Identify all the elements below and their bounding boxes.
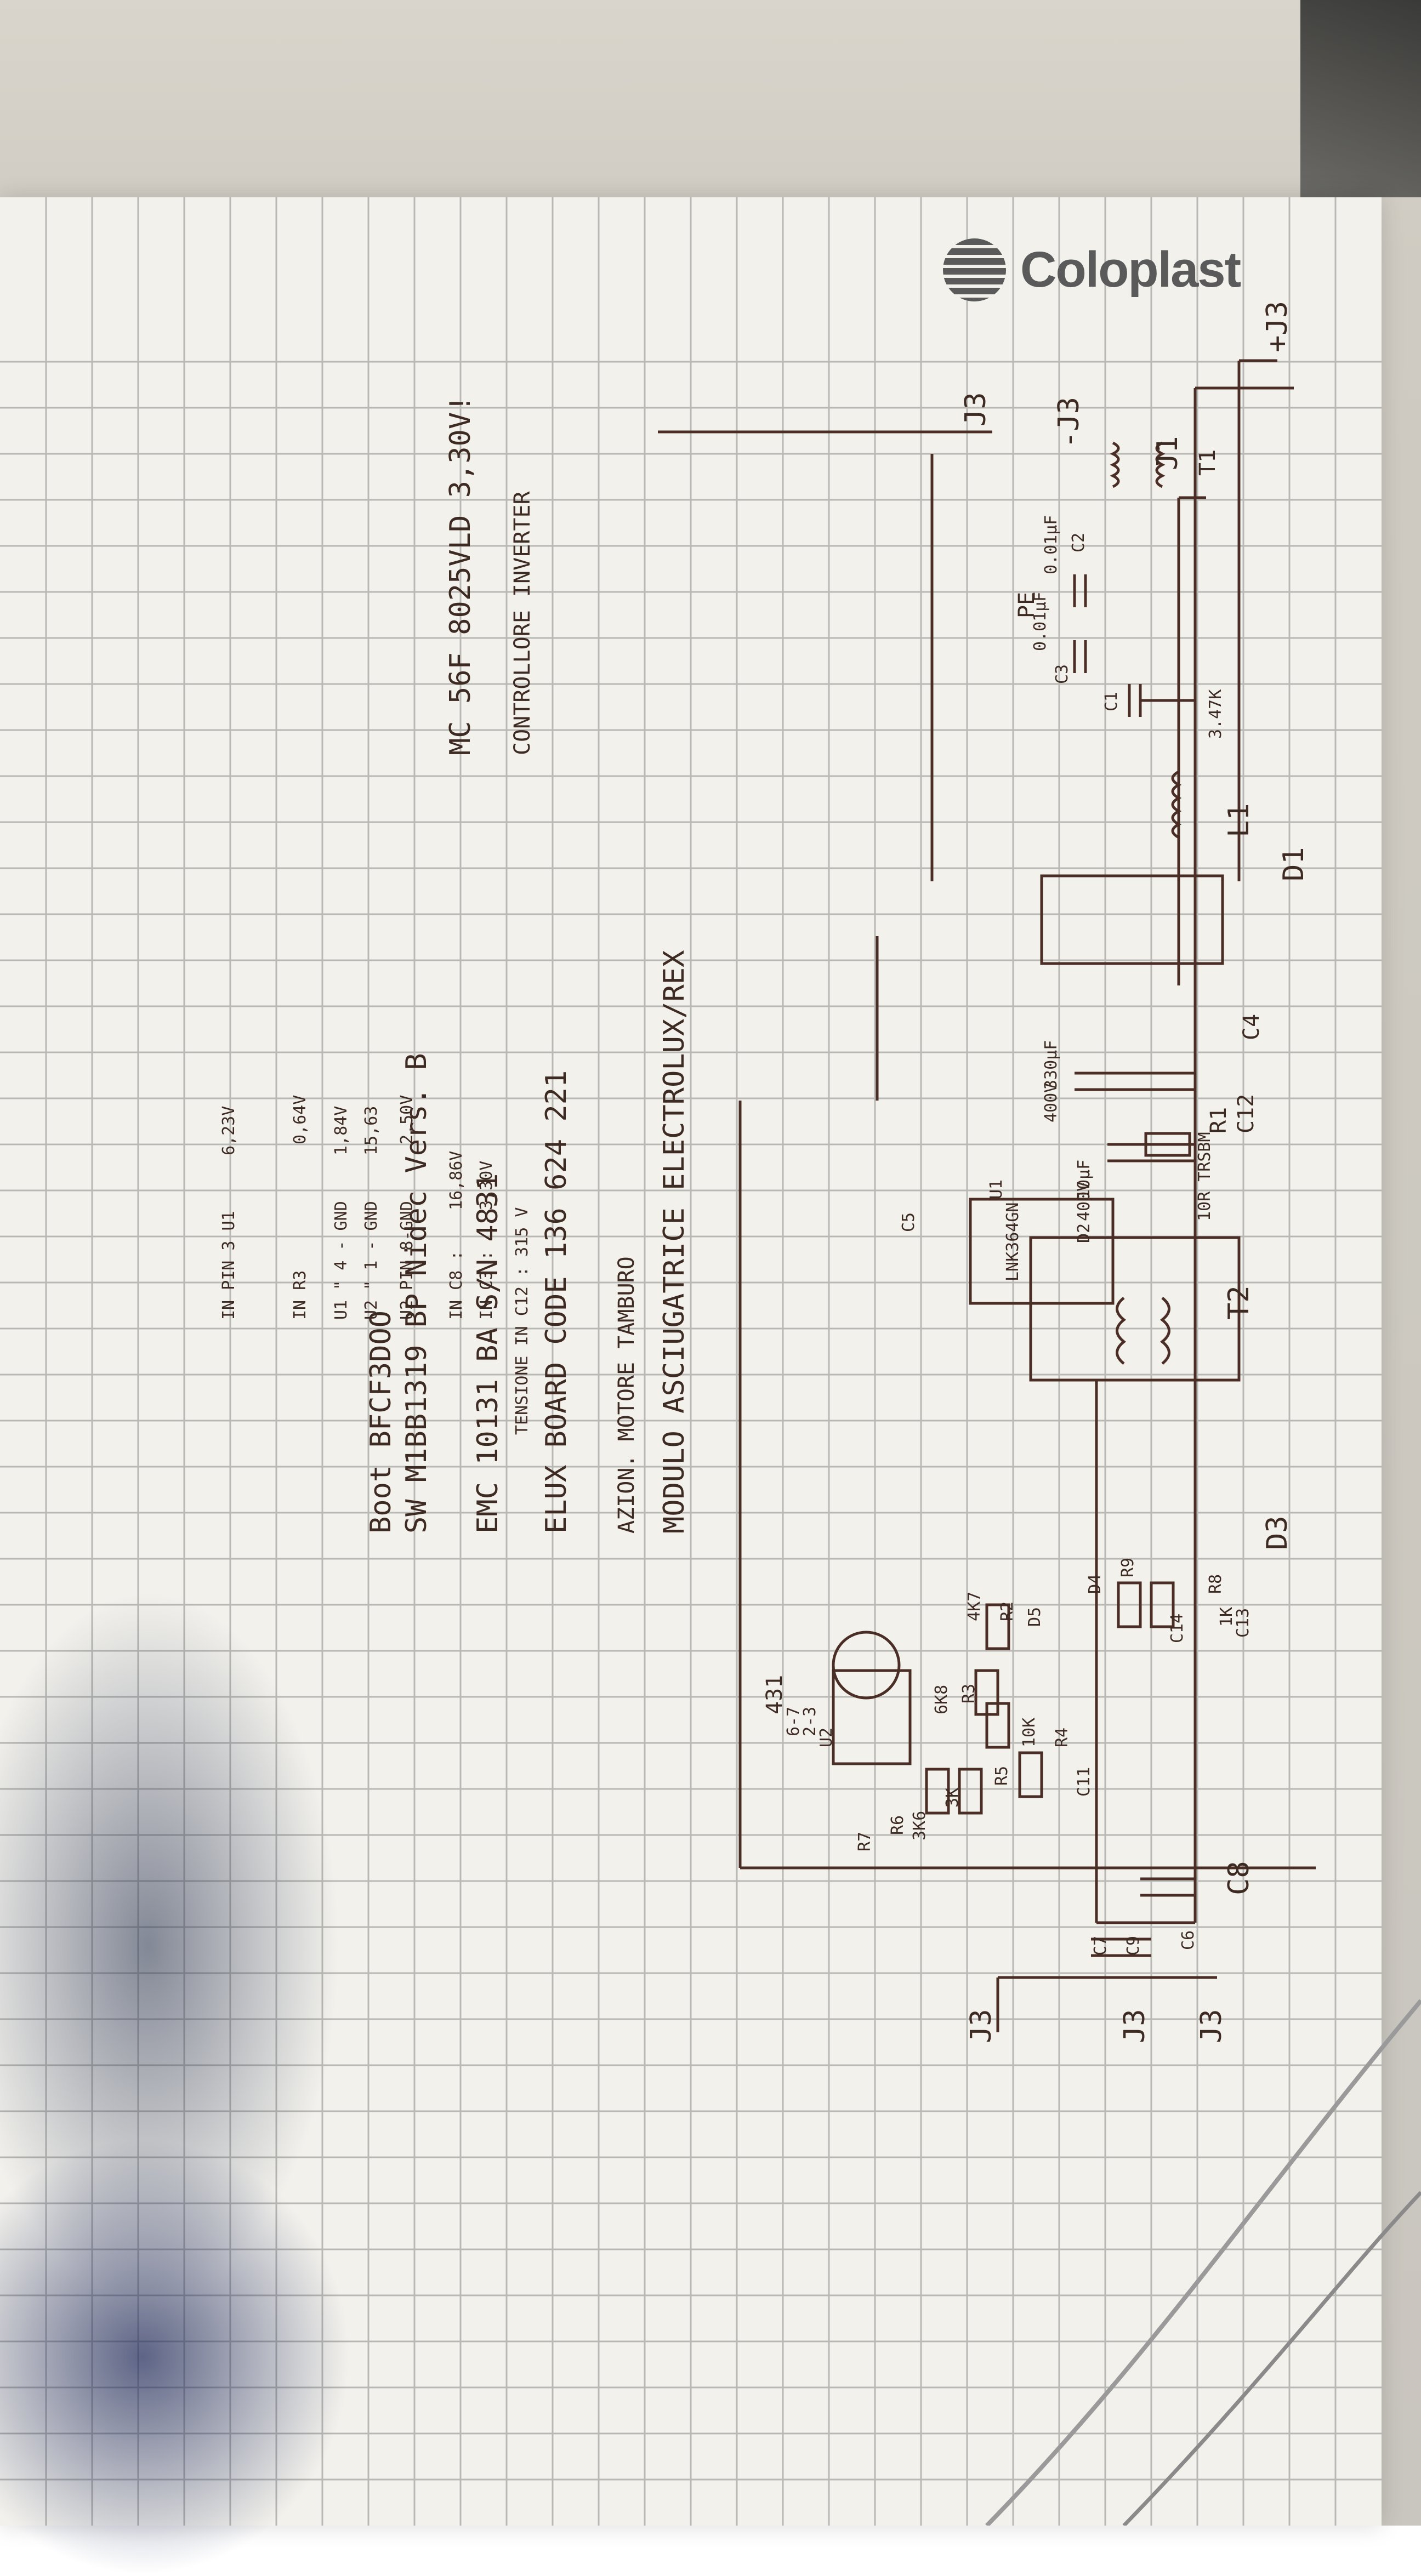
t1-coil-top [1155, 441, 1166, 488]
r5-resistor [1018, 1751, 1043, 1798]
l1-coil [1171, 770, 1182, 839]
r4-resistor [985, 1702, 1010, 1749]
r2-resistor [985, 1603, 1010, 1650]
r7-resistor [925, 1768, 950, 1815]
hand-shadow-lower [0, 2138, 351, 2576]
t2-transformer [1029, 1236, 1241, 1382]
r6-resistor [958, 1768, 983, 1815]
table-corner [1300, 0, 1421, 197]
logo-text: Coloplast [1020, 242, 1241, 298]
r9-resistor [1117, 1581, 1142, 1628]
r1-resistor [1144, 1132, 1191, 1157]
coloplast-mark-icon [943, 238, 1006, 301]
d1-bridge-rectifier [1040, 874, 1224, 965]
t2-winding-secondary [1160, 1297, 1170, 1365]
transistor-q [832, 1631, 901, 1700]
coloplast-logo: Coloplast [943, 238, 1241, 301]
t2-winding-primary [1116, 1297, 1126, 1365]
r8-resistor [1150, 1581, 1175, 1628]
u1-chip [969, 1198, 1115, 1305]
u2-optocoupler [832, 1669, 912, 1765]
t1-coil-bottom [1110, 441, 1120, 488]
